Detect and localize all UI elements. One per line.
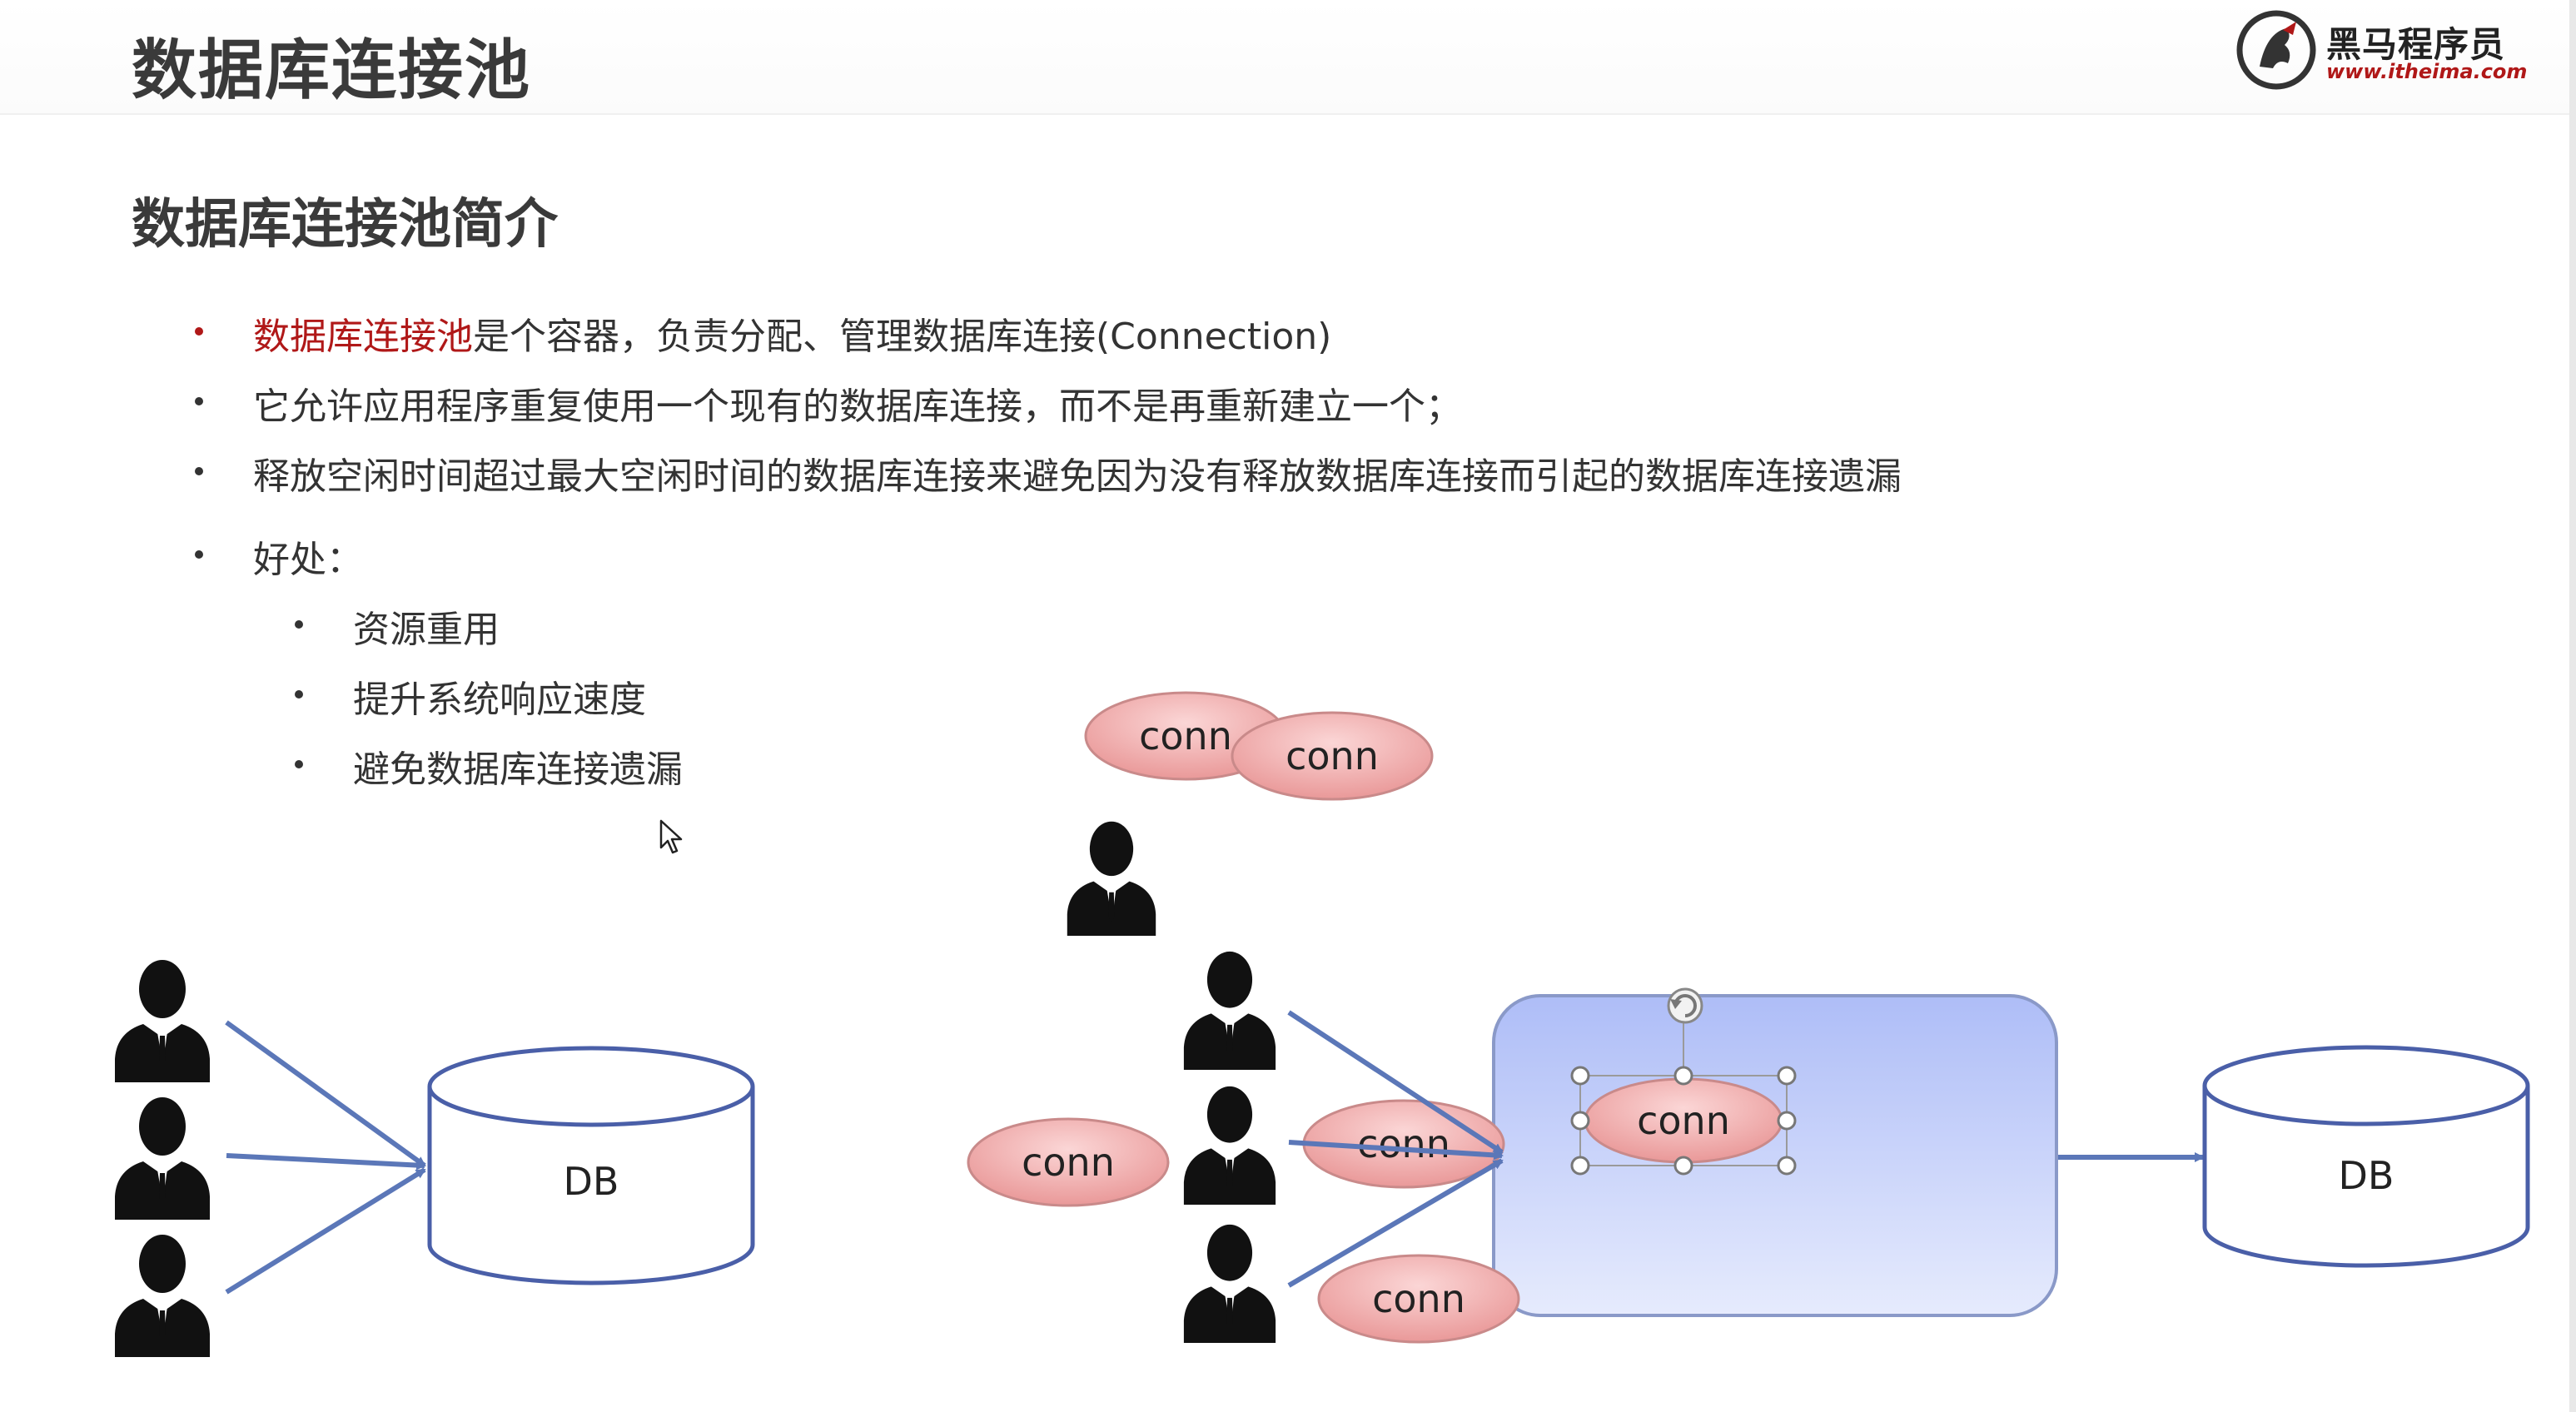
bullet-text: 释放空闲时间超过最大空闲时间的数据库连接来避免因为没有释放数据库连接而引起的数据… [253,455,1902,498]
database-cylinder-left: DB [427,1046,755,1285]
connect-arrow [1288,1140,1504,1161]
conn-label: conn [1139,713,1232,758]
conn-label: conn [1357,1121,1450,1166]
conn-token-selected[interactable]: conn [1570,987,1797,1176]
connect-arrow [226,1153,426,1171]
connect-arrow [1287,1010,1504,1155]
rotate-handle-icon[interactable] [1667,987,1703,1024]
bullet-dot [195,467,203,475]
user-person-icon [115,1097,210,1220]
brand-logo: 黑马程序员 www.itheima.com [2235,8,2527,92]
resize-handle[interactable] [1777,1111,1797,1131]
resize-handle[interactable] [1570,1111,1590,1131]
connect-arrow [1287,1158,1504,1288]
conn-label: conn [1637,1098,1730,1143]
conn-token: conn [1317,1254,1520,1344]
conn-token: conn [967,1117,1170,1207]
bullet-item: 好处： [253,530,363,583]
connect-arrow [225,1020,426,1168]
bullet-dot [195,550,203,559]
page-header: 数据库连接池 黑马程序员 www.itheima.com [0,0,2576,115]
section-title: 数据库连接池简介 [132,194,558,256]
resize-handle[interactable] [1777,1156,1797,1176]
resize-handle[interactable] [1673,1156,1693,1176]
bullet-text: 好处： [253,539,363,581]
bullet-item: 释放空闲时间超过最大空闲时间的数据库连接来避免因为没有释放数据库连接而引起的数据… [253,446,1902,500]
resize-handle[interactable] [1673,1066,1693,1086]
conn-token: conn [1231,711,1434,801]
mouse-cursor-icon [659,819,683,854]
resize-handle[interactable] [1570,1066,1590,1086]
bullet-dot [195,397,203,405]
conn-label: conn [1286,733,1379,778]
window-edge [2569,0,2576,1412]
sub-bullet-item: 提升系统响应速度 [353,679,646,721]
logo-url-text: www.itheima.com [2326,60,2528,83]
user-person-icon [115,1235,210,1357]
connect-arrow [225,1167,426,1295]
bullet-text: 它允许应用程序重复使用一个现有的数据库连接，而不是再重新建立一个； [253,385,1462,428]
conn-label: conn [1022,1140,1115,1185]
logo-brand-text: 黑马程序员 [2326,24,2506,65]
user-person-icon [1183,951,1276,1070]
bullet-highlight: 数据库连接池 [253,316,473,358]
user-person-icon [1183,1224,1276,1343]
bullet-item: 它允许应用程序重复使用一个现有的数据库连接，而不是再重新建立一个； [253,376,1462,430]
resize-handle[interactable] [1570,1156,1590,1176]
user-person-icon [1067,821,1156,936]
page-title: 数据库连接池 [132,33,532,108]
bullet-text: 是个容器，负责分配、管理数据库连接(Connection) [473,316,1332,358]
db-label: DB [2339,1153,2394,1198]
sub-bullet-dot [295,690,303,699]
bullet-item: 数据库连接池是个容器，负责分配、管理数据库连接(Connection) [253,306,1331,360]
conn-label: conn [1372,1276,1465,1321]
horse-logo-icon [2236,10,2316,90]
user-person-icon [115,960,210,1082]
connection-pool-box [1492,994,2058,1317]
sub-bullet-dot [295,760,303,768]
resize-handle[interactable] [1777,1066,1797,1086]
sub-bullet-item: 避免数据库连接遗漏 [353,748,683,791]
sub-bullet-dot [295,620,303,629]
bullet-dot [195,327,203,336]
sub-bullet-item: 资源重用 [353,609,500,651]
user-person-icon [1183,1086,1276,1205]
database-cylinder-right: DB [2202,1045,2530,1268]
db-label: DB [564,1159,619,1204]
